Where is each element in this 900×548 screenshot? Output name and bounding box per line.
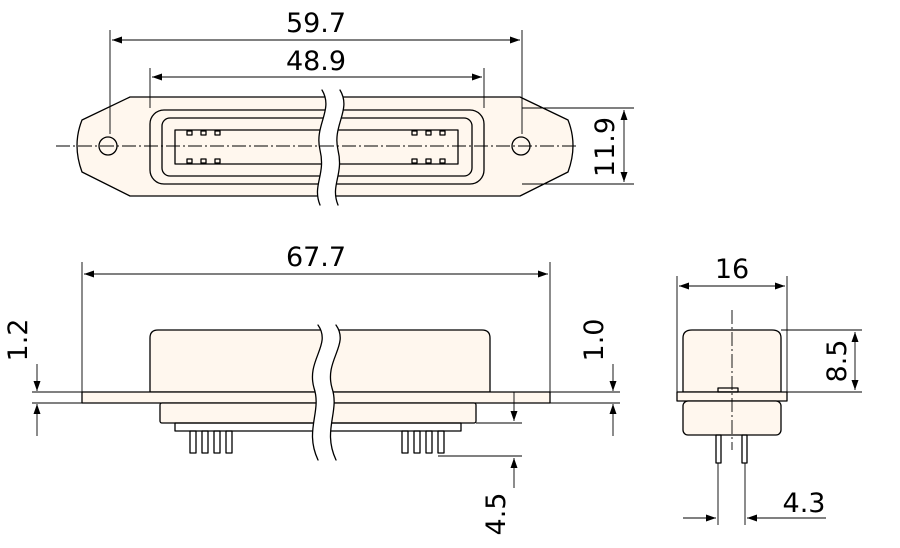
dim-front-left-flange: 1.2	[3, 319, 34, 362]
dim-top-height: 11.9	[590, 117, 621, 177]
dim-front-overall-width: 67.7	[286, 242, 346, 273]
front-view: 67.7 1.2 1.0 4.5	[3, 242, 620, 535]
top-view: 59.7 48.9 11.9	[56, 8, 634, 206]
top-view-shell	[149, 109, 485, 185]
dim-side-pin-spacing: 4.3	[783, 488, 826, 519]
dim-side-width: 16	[715, 254, 749, 285]
top-view-shell-inner	[161, 117, 473, 177]
front-view-pins-right	[401, 430, 445, 454]
dim-front-pin-length: 4.5	[481, 493, 512, 536]
dim-top-overall-width: 59.7	[286, 8, 346, 39]
side-view: 16 8.5 4.3	[676, 254, 862, 525]
front-view-pins-left	[189, 430, 233, 454]
top-view-contacts-left	[186, 130, 221, 164]
top-view-contact-cavity	[174, 129, 459, 165]
side-view-pins	[715, 434, 748, 464]
dim-top-shell-width: 48.9	[286, 46, 346, 77]
dim-side-height: 8.5	[822, 340, 853, 383]
front-view-break-gap	[312, 325, 341, 460]
dim-front-right-flange: 1.0	[579, 319, 610, 362]
top-view-contacts-right	[411, 130, 446, 164]
